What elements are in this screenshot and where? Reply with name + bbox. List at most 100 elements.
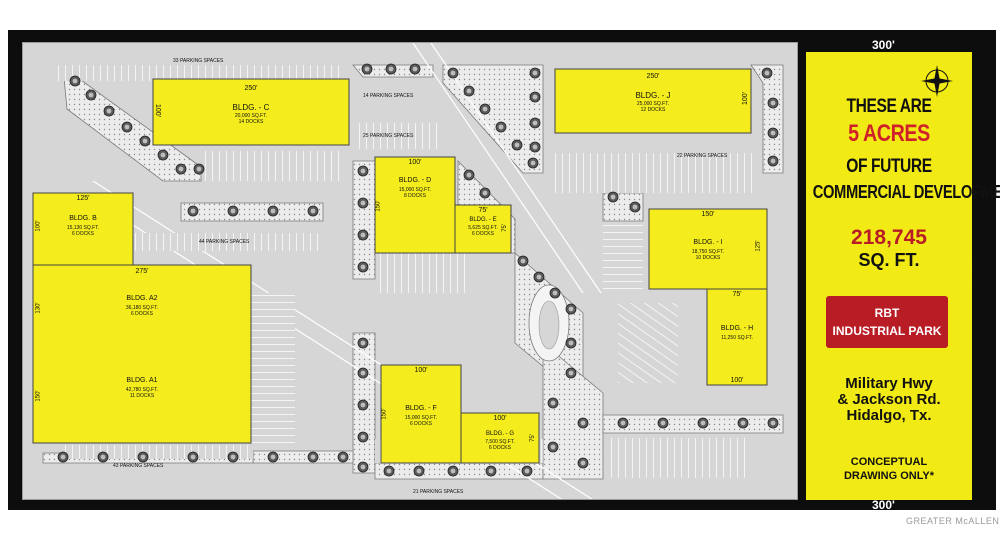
island-north-center (442, 64, 544, 174)
bldg-e-name: BLDG. - E (469, 217, 497, 223)
tree-center (364, 66, 370, 72)
tree-center (190, 208, 196, 214)
total-sqft-number: 218,745 (851, 226, 927, 249)
tree-center (568, 306, 574, 312)
tree-center (532, 94, 538, 100)
watermark-logo: GREATER McALLEN (906, 516, 1000, 526)
tree-center (88, 92, 94, 98)
address-line-1: Military Hwy (845, 375, 933, 392)
tree-center (568, 370, 574, 376)
tree-center (100, 454, 106, 460)
tree-center (514, 142, 520, 148)
address-line-3: Hidalgo, Tx. (846, 407, 932, 424)
tree-center (568, 340, 574, 346)
tree-center (770, 100, 776, 106)
bldg-a1-depth: 150' (35, 390, 42, 402)
bldg-j-docks: 12 DOCKS (640, 107, 666, 113)
parking-label-14: 14 PARKING SPACES (363, 93, 414, 99)
tree-center (160, 152, 166, 158)
tree-center (140, 454, 146, 460)
note-line-2: DRAWING ONLY* (843, 470, 935, 482)
tree-center (416, 468, 422, 474)
bldg-c-depth: 100' (154, 103, 162, 118)
bldg-j-depth: 100' (742, 91, 750, 106)
bldg-e-width: 75' (478, 207, 488, 214)
site-dim-top: 300' (872, 38, 895, 52)
bldg-h-footprint (706, 288, 768, 386)
tree-center (360, 370, 366, 376)
tree-center (450, 70, 456, 76)
tree-center (552, 290, 558, 296)
parking-label-44: 44 PARKING SPACES (199, 239, 250, 245)
badge-line-2: INDUSTRIAL PARK (832, 324, 942, 338)
tree-center (360, 168, 366, 174)
bldg-d-docks: 8 DOCKS (404, 193, 426, 199)
bldg-a2-name: BLDG. A2 (126, 295, 158, 302)
bldg-d-footprint (374, 156, 456, 254)
tree-center (498, 124, 504, 130)
tree-center (190, 454, 196, 460)
tree-center (524, 468, 530, 474)
tree-center (488, 468, 494, 474)
tree-center (360, 264, 366, 270)
tree-center (770, 130, 776, 136)
island-southeast-row (602, 414, 784, 434)
tree-center (360, 340, 366, 346)
tree-center (124, 124, 130, 130)
buildings (32, 68, 768, 464)
bldg-d-sqft: 15,000 SQ.FT. (398, 187, 432, 193)
bldg-d-depth: 150' (375, 200, 382, 212)
bldg-g-docks: 6 DOCKS (489, 445, 511, 451)
address-line-2: & Jackson Rd. (837, 391, 941, 408)
parking-label-25: 25 PARKING SPACES (363, 133, 414, 139)
tree-center (532, 120, 538, 126)
bldg-h-name: BLDG. - H (720, 325, 754, 332)
tree-center (340, 454, 346, 460)
island-center-left (352, 160, 376, 280)
tree-center (660, 420, 666, 426)
bldg-f-sqft: 15,000 SQ.FT. (404, 415, 438, 421)
tree-center (530, 160, 536, 166)
bldg-e-sqft: 5,625 SQ.FT. (468, 225, 498, 231)
island-northeast (750, 64, 784, 174)
bldg-h-width: 75' (732, 291, 742, 298)
bldg-a2-width: 275' (135, 268, 149, 275)
tree-center (178, 166, 184, 172)
tree-center (386, 468, 392, 474)
bldg-a2-sqft: 36,180 SQ.FT. (125, 305, 159, 311)
bldg-g-footprint (460, 412, 540, 464)
bldg-i-width: 150' (701, 211, 715, 218)
bldg-g-width: 100' (493, 415, 507, 422)
tree-center (520, 258, 526, 264)
tree-center (466, 172, 472, 178)
tree-center (72, 78, 78, 84)
tree-center (536, 274, 542, 280)
bldg-h-sqft: 11,250 SQ.FT. (721, 335, 753, 341)
tree-center (550, 444, 556, 450)
bldg-a-footprint (32, 264, 252, 444)
bldg-g-depth: 75' (529, 434, 536, 442)
bldg-i-sqft: 18,750 SQ.FT. (691, 249, 725, 255)
tree-center (142, 138, 148, 144)
bldg-b-name: BLDG. B (69, 215, 97, 222)
tree-center (230, 208, 236, 214)
site-plan-drawing (32, 43, 784, 499)
tree-center (740, 420, 746, 426)
tree-center (532, 70, 538, 76)
bldg-d-width: 100' (408, 159, 422, 166)
tree-center (310, 454, 316, 460)
tree-center (270, 454, 276, 460)
tree-center (620, 420, 626, 426)
island-west-center (180, 202, 324, 222)
site-dim-bottom: 300' (872, 498, 895, 512)
panel-line-3: OF FUTURE (846, 156, 932, 177)
tree-center (360, 232, 366, 238)
bldg-g-name: BLDG. - G (485, 431, 514, 437)
tree-center (610, 194, 616, 200)
tree-center (230, 454, 236, 460)
bldg-a2-depth: 130' (35, 302, 42, 314)
bldg-j-sqft: 25,000 SQ.FT. (636, 101, 670, 107)
parking-label-21: 21 PARKING SPACES (413, 489, 464, 495)
note-line-1: CONCEPTUAL (850, 456, 928, 468)
bldg-d-name: BLDG. - D (398, 177, 432, 184)
